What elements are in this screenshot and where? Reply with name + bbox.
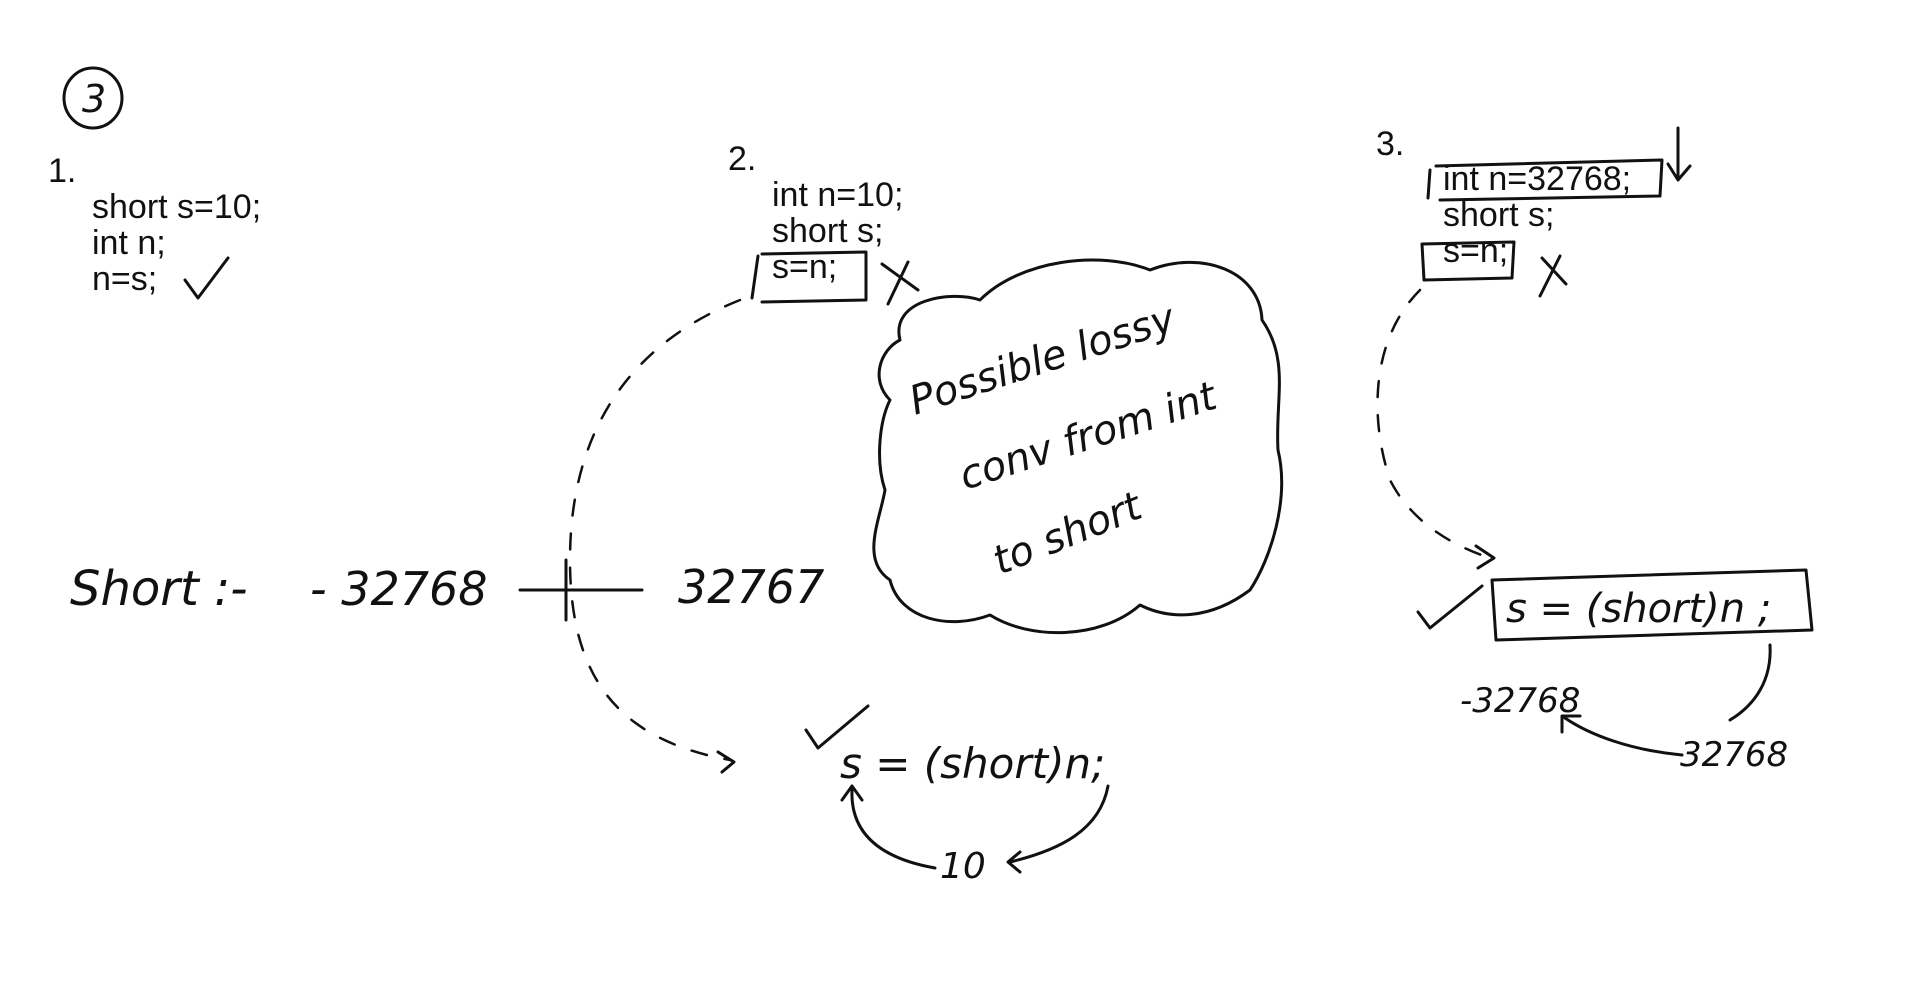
example-2-line-2: short s; — [772, 212, 883, 250]
curve-to-code — [850, 788, 937, 870]
dashed-arrow-middle — [568, 298, 742, 762]
warning-cloud: Possible lossy conv from int to short — [872, 258, 1284, 635]
example-1-number: 1. — [48, 152, 76, 190]
arrowhead-icon — [716, 750, 736, 774]
badge-circle — [62, 66, 124, 130]
arrowhead-icon — [1560, 714, 1582, 734]
middle-fix-code: s = (short)n; — [840, 739, 1105, 788]
example-3: 3. int n=32768; short s; s=n; — [1376, 125, 1692, 298]
short-range: Short :- - 32768 32767 — [70, 558, 824, 622]
badge-number: 3 — [82, 77, 106, 121]
fix-box — [1490, 568, 1814, 642]
cross-icon — [880, 260, 920, 306]
example-1-line-1: short s=10; — [92, 188, 261, 226]
highlight-box-1 — [1426, 158, 1664, 202]
arrowhead-icon — [840, 784, 864, 802]
checkmark-icon — [1416, 584, 1484, 630]
middle-fix: s = (short)n; 10 — [804, 704, 1110, 887]
example-2-line-1: int n=10; — [772, 176, 903, 214]
arrowhead-icon — [1474, 544, 1496, 570]
cross-icon — [1538, 254, 1568, 298]
right-fix-code: s = (short)n ; — [1506, 586, 1771, 632]
checkmark-icon — [804, 704, 870, 750]
example-3-line-3: s=n; — [1443, 232, 1508, 270]
middle-fix-value: 10 — [940, 846, 986, 887]
arrowhead-icon — [1006, 850, 1022, 874]
page-badge: 3 — [62, 66, 124, 130]
checkmark-icon — [183, 256, 230, 300]
example-2-number: 2. — [728, 140, 756, 178]
range-label: Short :- — [70, 561, 248, 617]
curve-down — [1728, 643, 1772, 722]
range-min: - 32768 — [310, 562, 488, 616]
example-2: 2. int n=10; short s; s=n; — [728, 140, 920, 306]
cloud-outline — [872, 258, 1284, 635]
range-max: 32767 — [678, 560, 824, 614]
right-value-out: -32768 — [1460, 681, 1580, 721]
curve-to-value — [1563, 716, 1684, 757]
right-fix: s = (short)n ; -32768 32768 — [1416, 568, 1814, 775]
curve-to-value — [1008, 784, 1110, 864]
cloud-line-3: to short — [987, 483, 1150, 584]
example-3-line-2: short s; — [1443, 196, 1554, 234]
example-1-line-2: int n; — [92, 224, 166, 262]
dashed-arrow-right — [1376, 288, 1492, 560]
highlight-box-2 — [1420, 240, 1516, 282]
highlight-box — [750, 250, 868, 304]
example-1: 1. short s=10; int n; n=s; — [48, 152, 261, 300]
down-arrow-icon — [1666, 126, 1692, 182]
right-value-in: 32768 — [1680, 735, 1788, 775]
example-3-number: 3. — [1376, 125, 1404, 163]
example-1-line-3: n=s; — [92, 260, 157, 298]
